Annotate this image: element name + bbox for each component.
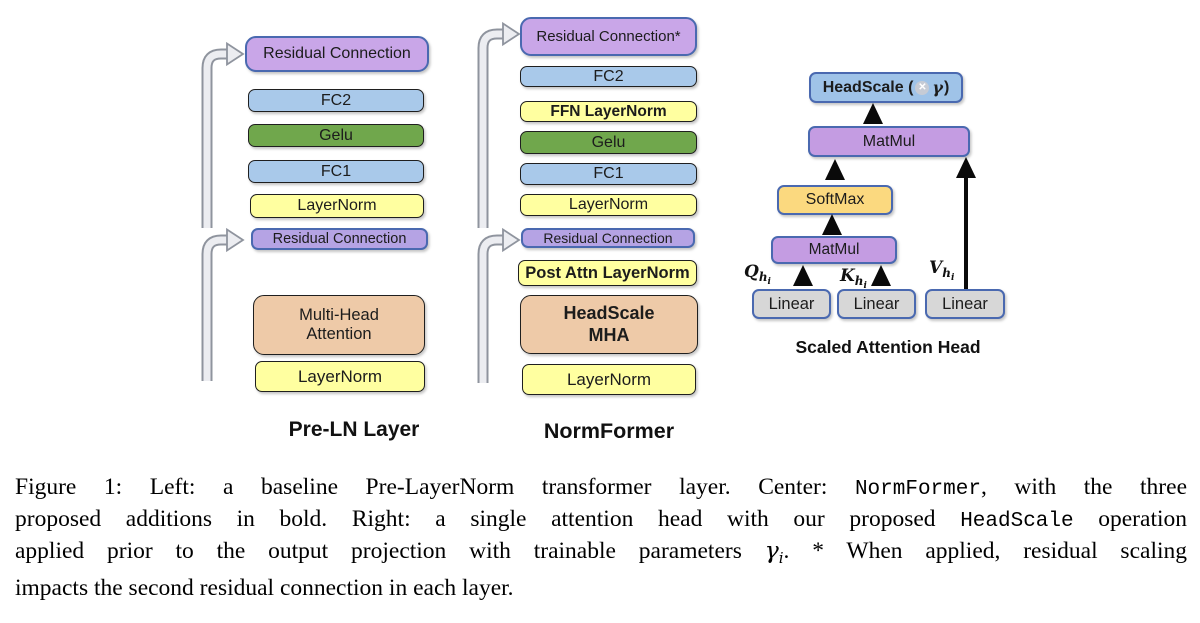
preln-layernorm-attn-box: LayerNorm — [255, 361, 425, 392]
circled-times-icon: ✕ — [915, 80, 930, 95]
caption-code-normformer: NormFormer — [854, 478, 981, 501]
attention-head-label: Scaled Attention Head — [795, 337, 981, 357]
headscale-box: HeadScale (✕γ) — [809, 72, 963, 103]
caption-text: Figure 1: Left: a baseline Pre-LayerNorm… — [15, 474, 855, 500]
normformer-headscale-mha-box: HeadScale MHA — [520, 295, 698, 354]
normformer-layernorm-attn-box: LayerNorm — [522, 364, 696, 395]
preln-fc1-box: FC1 — [248, 160, 424, 183]
caption-text: impacts the second residual connection i… — [15, 574, 514, 601]
k-head-label: Khi — [840, 266, 867, 291]
preln-column-label: Pre-LN Layer — [288, 418, 420, 441]
caption-gamma-symbol: γ — [764, 536, 779, 565]
matmul-bottom-box: MatMul — [771, 236, 897, 264]
k-base: K — [840, 266, 855, 286]
normformer-ffn-layernorm-box: FFN LayerNorm — [520, 101, 697, 122]
arrowhead-lineark-to-matmul2 — [871, 265, 891, 286]
linear-v-box: Linear — [925, 289, 1005, 319]
k-subsub: i — [863, 281, 867, 291]
arrowhead-linearq-to-matmul2 — [793, 265, 813, 286]
q-base: Q — [744, 262, 759, 282]
caption-line-3: applied prior to the output projection w… — [15, 536, 1187, 574]
caption-line-2: proposed additions in bold. Right: a sin… — [15, 505, 1187, 537]
gamma-symbol: γ — [932, 78, 943, 97]
preln-residual-connection-top-box: Residual Connection — [245, 36, 429, 72]
headscale-label-prefix: HeadScale ( — [822, 78, 914, 96]
caption-text: operation — [1073, 505, 1188, 532]
normformer-gelu-box: Gelu — [520, 131, 697, 154]
caption-line-4: impacts the second residual connection i… — [15, 574, 1187, 604]
v-base: V — [929, 258, 943, 278]
v-subsub: i — [950, 273, 955, 283]
caption-text: proposed additions in bold. Right: a sin… — [15, 505, 961, 532]
caption-line-1: Figure 1: Left: a baseline Pre-LayerNorm… — [15, 473, 1187, 505]
caption-gamma-subscript: i — [778, 549, 784, 568]
arrowhead-matmul-to-headscale — [863, 103, 883, 124]
preln-multi-head-attention-box: Multi-Head Attention — [253, 295, 425, 355]
normformer-residual-connection-attn-box: Residual Connection — [521, 228, 695, 248]
arrowhead-matmul2-to-softmax — [822, 214, 842, 235]
preln-fc2-box: FC2 — [248, 89, 424, 112]
normformer-post-attn-layernorm-box: Post Attn LayerNorm — [518, 260, 697, 286]
preln-layernorm-ffn-box: LayerNorm — [250, 194, 424, 218]
normformer-column-label: NormFormer — [543, 419, 675, 443]
q-head-label: Qhi — [744, 262, 771, 287]
normformer-fc1-box: FC1 — [520, 163, 697, 185]
caption-code-headscale: HeadScale — [960, 509, 1074, 533]
headscale-label-suffix: ) — [943, 78, 950, 96]
preln-residual-connection-attn-box: Residual Connection — [251, 228, 428, 250]
figure-caption: Figure 1: Left: a baseline Pre-LayerNorm… — [15, 473, 1187, 603]
v-head-label: Vhi — [929, 258, 954, 283]
normformer-fc2-box: FC2 — [520, 66, 697, 87]
arrowhead-linearv-to-matmul — [956, 157, 976, 178]
normformer-residual-connection-top-box: Residual Connection* — [520, 17, 697, 56]
value-arrow-line — [964, 176, 968, 289]
k-sub: h — [854, 274, 864, 288]
linear-k-box: Linear — [837, 289, 916, 319]
q-sub: h — [758, 270, 768, 284]
softmax-box: SoftMax — [777, 185, 893, 215]
normformer-layernorm-ffn-box: LayerNorm — [520, 194, 697, 216]
linear-q-box: Linear — [752, 289, 831, 319]
preln-gelu-box: Gelu — [248, 124, 424, 147]
caption-text: , with the three — [980, 474, 1187, 500]
q-subsub: i — [767, 277, 771, 287]
v-sub: h — [942, 266, 951, 280]
matmul-top-box: MatMul — [808, 126, 970, 157]
caption-text: applied prior to the output projection w… — [15, 538, 765, 565]
caption-text: . * When applied, residual scaling — [783, 538, 1187, 565]
arrowhead-softmax-to-matmul — [825, 159, 845, 180]
